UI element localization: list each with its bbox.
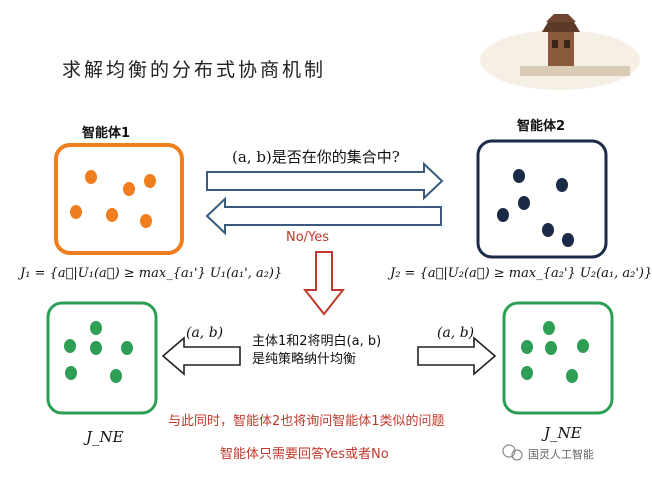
agent2-label: 智能体2 [517,119,566,134]
agent2-dots [497,169,574,247]
center-text: 主体1和2将明白(a, b) 是纯策略纳什均衡 [252,333,381,369]
watermark-text: 国灵人工智能 [528,448,594,461]
arrow-right-ne [417,336,497,376]
query-text: (a, b)是否在你的集合中? [232,148,400,166]
arrow-left-ne [161,336,241,376]
jne-right-label: J_NE [544,424,582,442]
jne-left-label: J_NE [86,428,124,446]
note-line1: 与此同时，智能体2也将询问智能体1类似的问题 [168,414,445,429]
ne-box-left [46,301,158,415]
ne-box-right [502,301,614,415]
page-title: 求解均衡的分布式协商机制 [62,59,327,81]
j1-formula: J₁ = {a⃗|U₁(a⃗) ≥ max_{a₁'} U₁(a₁', a₂)} [20,266,283,281]
tower-illustration [480,14,640,90]
ne-dots-right [521,321,589,383]
ne-dots-left [64,321,133,383]
note-line2: 智能体只需要回答Yes或者No [220,447,389,462]
center-text-line2: 是纯策略纳什均衡 [252,352,357,367]
pair-left: (a, b) [186,325,224,341]
agent1-label: 智能体1 [82,126,131,141]
answer-text: No/Yes [286,230,330,245]
center-text-line1: 主体1和2将明白(a, b) [252,334,382,349]
agent2-box [476,139,608,259]
wechat-icon [502,444,523,461]
arrow-left-answer [205,196,442,236]
arrow-right-query [206,161,444,201]
pair-right: (a, b) [437,325,475,341]
agent1-dots [70,170,156,228]
arrow-down-red [302,251,346,316]
agent1-box [54,143,184,255]
j2-formula: J₂ = {a⃗|U₂(a⃗) ≥ max_{a₂'} U₂(a₁, a₂')} [390,266,652,281]
